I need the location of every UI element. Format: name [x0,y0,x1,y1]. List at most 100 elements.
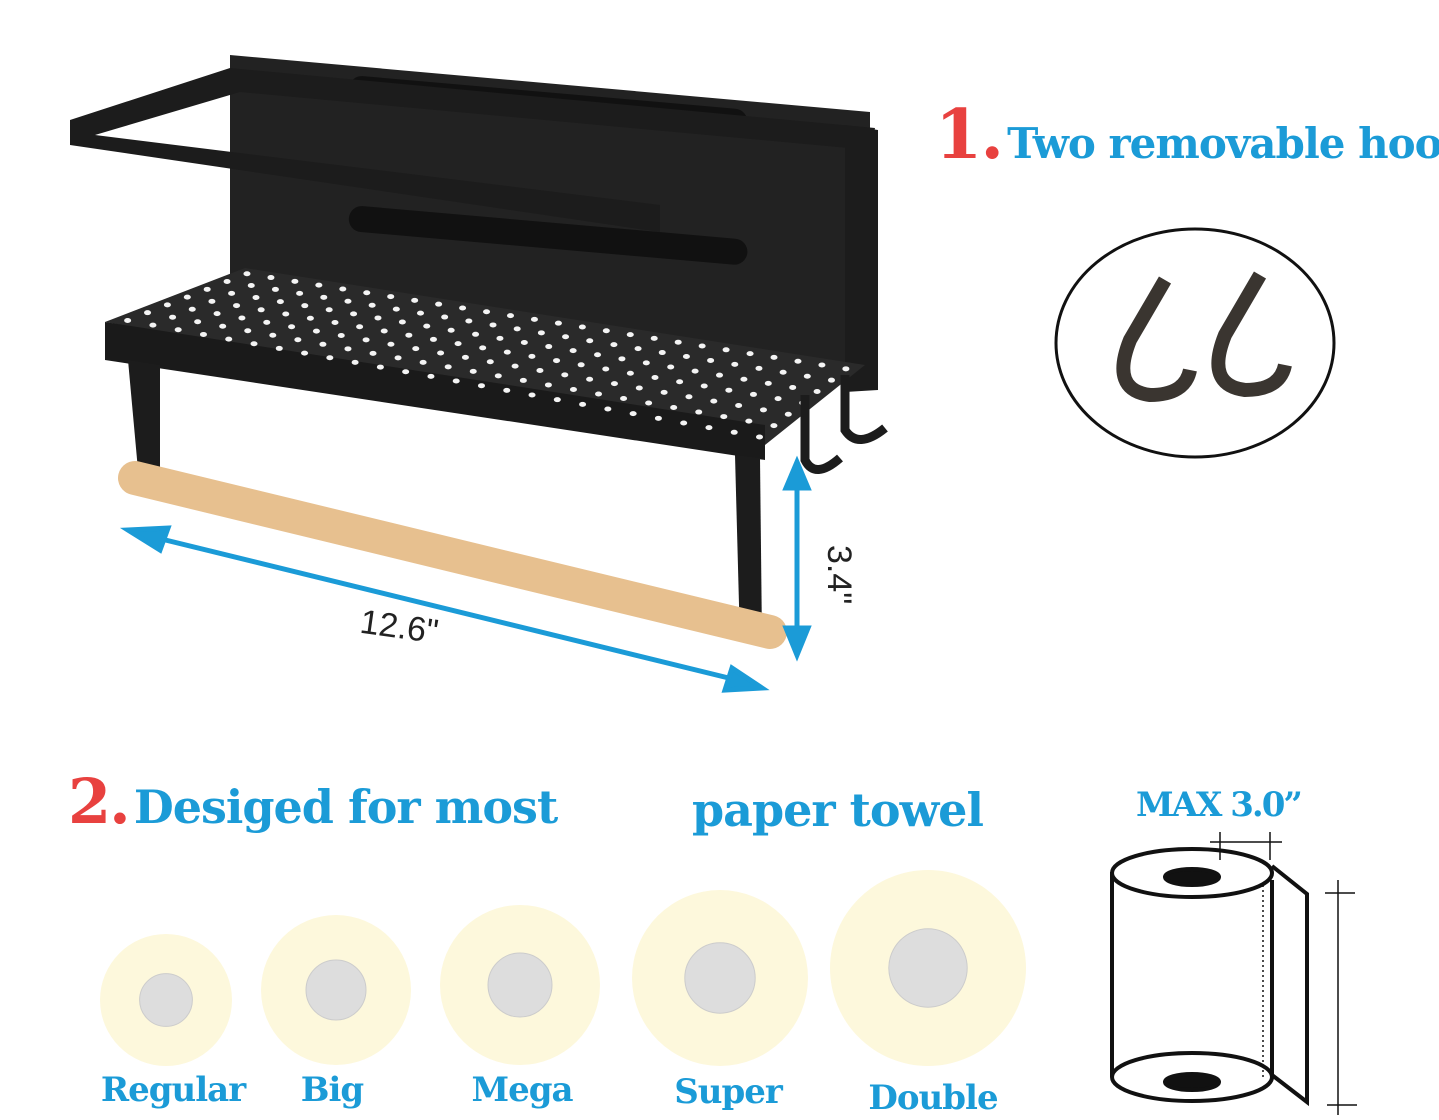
perforation-hole [315,282,323,288]
perforation-hole [595,391,603,397]
perforation-hole [553,397,561,403]
perforation-hole [676,379,684,385]
perforation-hole [513,326,521,332]
perforation-hole [545,344,553,350]
perforation-hole [368,302,376,308]
perforation-hole [496,335,504,341]
perforation-hole [602,366,610,372]
perforation-hole [427,373,435,379]
perforation-hole [642,360,650,366]
perforation-hole [586,338,594,344]
perforation-hole [350,311,358,317]
perforation-hole [244,328,252,334]
perforation-hole [326,355,334,361]
perforation-hole [271,286,279,292]
perforation-hole [452,378,460,384]
perforation-hole [536,368,544,374]
perforation-hole [528,392,536,398]
perforation-hole [174,327,182,333]
perforation-hole [213,311,221,317]
perforation-hole [331,320,339,325]
perforation-hole [554,320,562,326]
perforation-hole [756,434,764,440]
perforation-hole [124,317,132,323]
perforation-hole [441,314,449,320]
perforation-hole [660,389,668,395]
rack-leg-right [735,455,762,642]
perforation-hole [650,335,658,341]
perforation-hole [537,330,545,336]
perforation-hole [356,324,364,330]
perforation-hole [553,358,561,364]
perforation-hole [223,279,231,285]
perforation-hole [402,369,410,375]
perforation-hole [577,362,585,368]
perforation-hole [722,347,730,353]
perforation-hole [569,348,577,354]
perforation-hole [634,346,642,352]
feature-2-text-left: Desiged for most [133,780,558,834]
perforation-hole [803,373,811,379]
perforation-hole [530,316,538,322]
perforation-hole [188,306,196,312]
perforation-hole [503,387,511,393]
rack-leg-left [128,360,160,470]
perforation-hole [435,301,443,307]
rack-top-rail [70,68,875,232]
perforation-hole [405,332,413,338]
perforation-hole [784,411,792,417]
perforation-hole [710,398,718,404]
perforation-hole [506,313,514,319]
width-dimension-arrow [119,525,770,693]
perforation-hole [267,275,275,281]
perforation-hole [376,364,384,370]
perforation-hole [294,337,302,343]
perforation-hole [469,368,477,374]
perforation-hole [320,294,328,300]
perforation-hole [725,387,733,393]
perforation-hole [685,394,693,400]
perforation-hole [520,339,528,345]
perforation-hole [720,414,728,420]
perforation-hole [144,310,152,316]
perforation-hole [252,295,260,301]
rack-shelf-front [105,322,765,460]
perforation-hole [351,359,359,365]
perforation-hole [645,400,653,406]
perforation-hole [586,376,594,382]
height-dimension-arrow [782,455,812,662]
height-dimension-label: 3.4" [820,545,858,605]
perforation-hole [479,345,487,351]
perforation-hole [494,373,502,379]
perforation-hole [770,423,778,429]
hooks-inset-circle [1054,227,1336,459]
perforation-hole [658,350,666,356]
perforation-hole [374,315,382,321]
perforation-hole [477,383,485,389]
perforation-hole [250,341,258,347]
perforation-hole [398,319,406,325]
perforation-hole [745,418,753,424]
roll-label-big: Big [300,1070,364,1110]
perforation-hole [486,359,494,365]
perforation-hole [387,294,395,300]
perforation-hole [746,351,754,357]
perforation-hole [411,297,419,303]
perforation-hole [369,350,377,356]
perforation-hole [635,385,643,391]
perforation-hole [770,354,778,360]
perforation-hole [626,332,634,338]
perforation-hole [774,396,782,402]
perforation-hole [569,386,577,392]
perforation-hole [225,336,233,342]
perforation-hole [461,354,469,360]
perforation-hole [149,322,157,328]
wood-rod [118,461,787,649]
perforation-hole [707,357,715,363]
perforation-hole [362,337,370,343]
roll-label-double: Double [868,1078,998,1118]
perforation-hole [618,356,626,362]
perforation-hole [562,334,570,340]
roll-double-core [888,928,968,1008]
